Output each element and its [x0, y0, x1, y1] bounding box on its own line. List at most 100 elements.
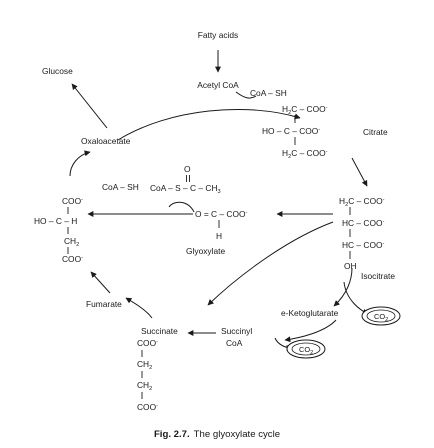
- svg-text:O = C – COO-: O = C – COO-: [195, 209, 248, 219]
- svg-text:HO – C – COO-: HO – C – COO-: [262, 126, 320, 136]
- arrow-citrate-to-isocitrate: [351, 157, 368, 187]
- arrow-isocitrate-to-ketoglutarate: [333, 267, 353, 307]
- glyoxylate-structure: O = C – COO- H: [195, 209, 248, 241]
- arrow-oxaloacetate-to-glucose: [71, 83, 108, 129]
- svg-text:H2C – COO-: H2C – COO-: [282, 148, 328, 160]
- malate-charge-1: -: [81, 197, 83, 203]
- svg-text:CH2: CH2: [64, 236, 79, 248]
- arrow-fumarate-to-malate: [90, 271, 111, 294]
- acetyl-coa-label: Acetyl CoA: [197, 80, 239, 90]
- citrate-label: Citrate: [363, 127, 388, 137]
- oxaloacetate-label: Oxaloacetate: [81, 136, 131, 146]
- acetyl-coa-main: CoA – S – C – CH: [150, 183, 218, 193]
- malate-line-1: COO: [62, 196, 82, 206]
- fatty-acids-label: Fatty acids: [198, 30, 239, 40]
- svg-text:CH2: CH2: [137, 359, 152, 371]
- isocitrate-charge-3: -: [383, 241, 385, 247]
- isocitrate-line-1: C – COO: [348, 196, 383, 206]
- malate-charge-4: -: [81, 255, 83, 261]
- malate-structure: COO- HO – C – H CH2 COO-: [34, 196, 83, 264]
- succinate-ch2-sub-1: 2: [149, 365, 152, 371]
- isocitrate-label: Isocitrate: [361, 271, 395, 281]
- arrow-oxaloacetate-to-citrate: [117, 108, 301, 141]
- acetyl-coa-structure: O CoA – S – C – CH3: [150, 164, 221, 195]
- citrate-charge-3: -: [326, 149, 328, 155]
- co2-2-sub: 2: [310, 350, 313, 356]
- co2-bubble-2: CO2: [286, 339, 326, 359]
- coa-sh-top-label: CoA – SH: [250, 88, 287, 98]
- svg-text:H2C – COO-: H2C – COO-: [339, 196, 385, 208]
- arrow-succinate-to-fumarate: [125, 297, 153, 319]
- citrate-h-3: H: [282, 148, 288, 158]
- svg-text:COO-: COO-: [62, 254, 83, 264]
- malate-line-4: COO: [62, 254, 82, 264]
- glyoxylate-h: H: [216, 231, 222, 241]
- arrow-coa-release-left: [168, 201, 195, 213]
- succinate-line-4: COO: [137, 402, 157, 412]
- svg-text:COO-: COO-: [137, 402, 158, 412]
- glucose-label: Glucose: [42, 66, 73, 76]
- citrate-charge-1: -: [326, 105, 328, 111]
- svg-text:CH2: CH2: [137, 380, 152, 392]
- isocitrate-line-3: HC – COO: [342, 240, 383, 250]
- citrate-line-1: C – COO: [291, 104, 326, 114]
- isocitrate-h: H: [339, 196, 345, 206]
- ketoglutarate-label: e-Ketoglutarate: [281, 308, 339, 318]
- citrate-structure: H2C – COO- HO – C – COO- H2C – COO-: [262, 104, 328, 160]
- succinate-line-3: CH: [137, 380, 149, 390]
- coa-sh-left-label: CoA – SH: [102, 182, 139, 192]
- isocitrate-structure: H2C – COO- HC – COO- HC – COO- OH: [339, 196, 385, 271]
- svg-text:HC – COO-: HC – COO-: [342, 240, 385, 250]
- malate-ch2-sub: 2: [76, 242, 79, 248]
- succinate-charge-1: -: [156, 339, 158, 345]
- glyoxylate-charge: -: [246, 210, 248, 216]
- citrate-line-2: HO – C – COO: [262, 126, 319, 136]
- co2-1-sub: 2: [385, 317, 388, 323]
- co2-bubble-1: CO2: [361, 306, 401, 326]
- isocitrate-charge-1: -: [383, 197, 385, 203]
- succinate-line-1: COO: [137, 338, 157, 348]
- acetyl-coa-o: O: [184, 164, 191, 174]
- co2-2-label: CO: [299, 345, 310, 354]
- glyoxylate-label: Glyoxylate: [186, 246, 225, 256]
- malate-line-3: CH: [64, 236, 76, 246]
- isocitrate-line-2: HC – COO: [342, 218, 383, 228]
- svg-text:CoA – S – C – CH3: CoA – S – C – CH3: [150, 183, 221, 195]
- isocitrate-h-sub: 2: [345, 202, 348, 208]
- isocitrate-charge-2: -: [383, 219, 385, 225]
- succinate-line-2: CH: [137, 359, 149, 369]
- fumarate-label: Fumarate: [86, 299, 122, 309]
- succinate-label: Succinate: [141, 326, 178, 336]
- svg-text:COO-: COO-: [137, 338, 158, 348]
- succinate-ch2-sub-2: 2: [149, 386, 152, 392]
- svg-text:H2C – COO-: H2C – COO-: [282, 104, 328, 116]
- citrate-h-sub-1: 2: [288, 110, 291, 116]
- succinate-structure: COO- CH2 CH2 COO-: [137, 338, 158, 412]
- caption-number: Fig. 2.7.: [154, 429, 190, 440]
- arrows: [69, 50, 369, 351]
- svg-text:COO-: COO-: [62, 196, 83, 206]
- svg-text:CO2: CO2: [374, 312, 388, 323]
- figure-caption: Fig. 2.7. The glyoxylate cycle: [154, 429, 280, 440]
- citrate-h: H: [282, 104, 288, 114]
- arrow-ketoglutarate-to-succinyl: [284, 319, 337, 343]
- arrow-coa-release-top: [235, 91, 257, 99]
- svg-text:HC – COO-: HC – COO-: [342, 218, 385, 228]
- acetyl-coa-ch3-sub: 3: [218, 189, 221, 195]
- succinyl-label: Succinyl: [221, 326, 252, 336]
- glyoxylate-main: O = C – COO: [195, 209, 246, 219]
- caption-title: The glyoxylate cycle: [194, 429, 280, 440]
- citrate-line-3: C – COO: [291, 148, 326, 158]
- arrow-isocitrate-to-succinate: [207, 221, 334, 306]
- succinate-charge-4: -: [156, 403, 158, 409]
- succinyl-coa-label: CoA: [226, 338, 243, 348]
- svg-text:CO2: CO2: [299, 345, 313, 356]
- co2-1-label: CO: [374, 312, 385, 321]
- isocitrate-oh: OH: [344, 261, 357, 271]
- arrow-malate-to-oxaloacetate: [69, 150, 91, 177]
- malate-line-2: HO – C – H: [34, 216, 77, 226]
- citrate-charge-2: -: [318, 127, 320, 133]
- citrate-h-sub-3: 2: [288, 154, 291, 160]
